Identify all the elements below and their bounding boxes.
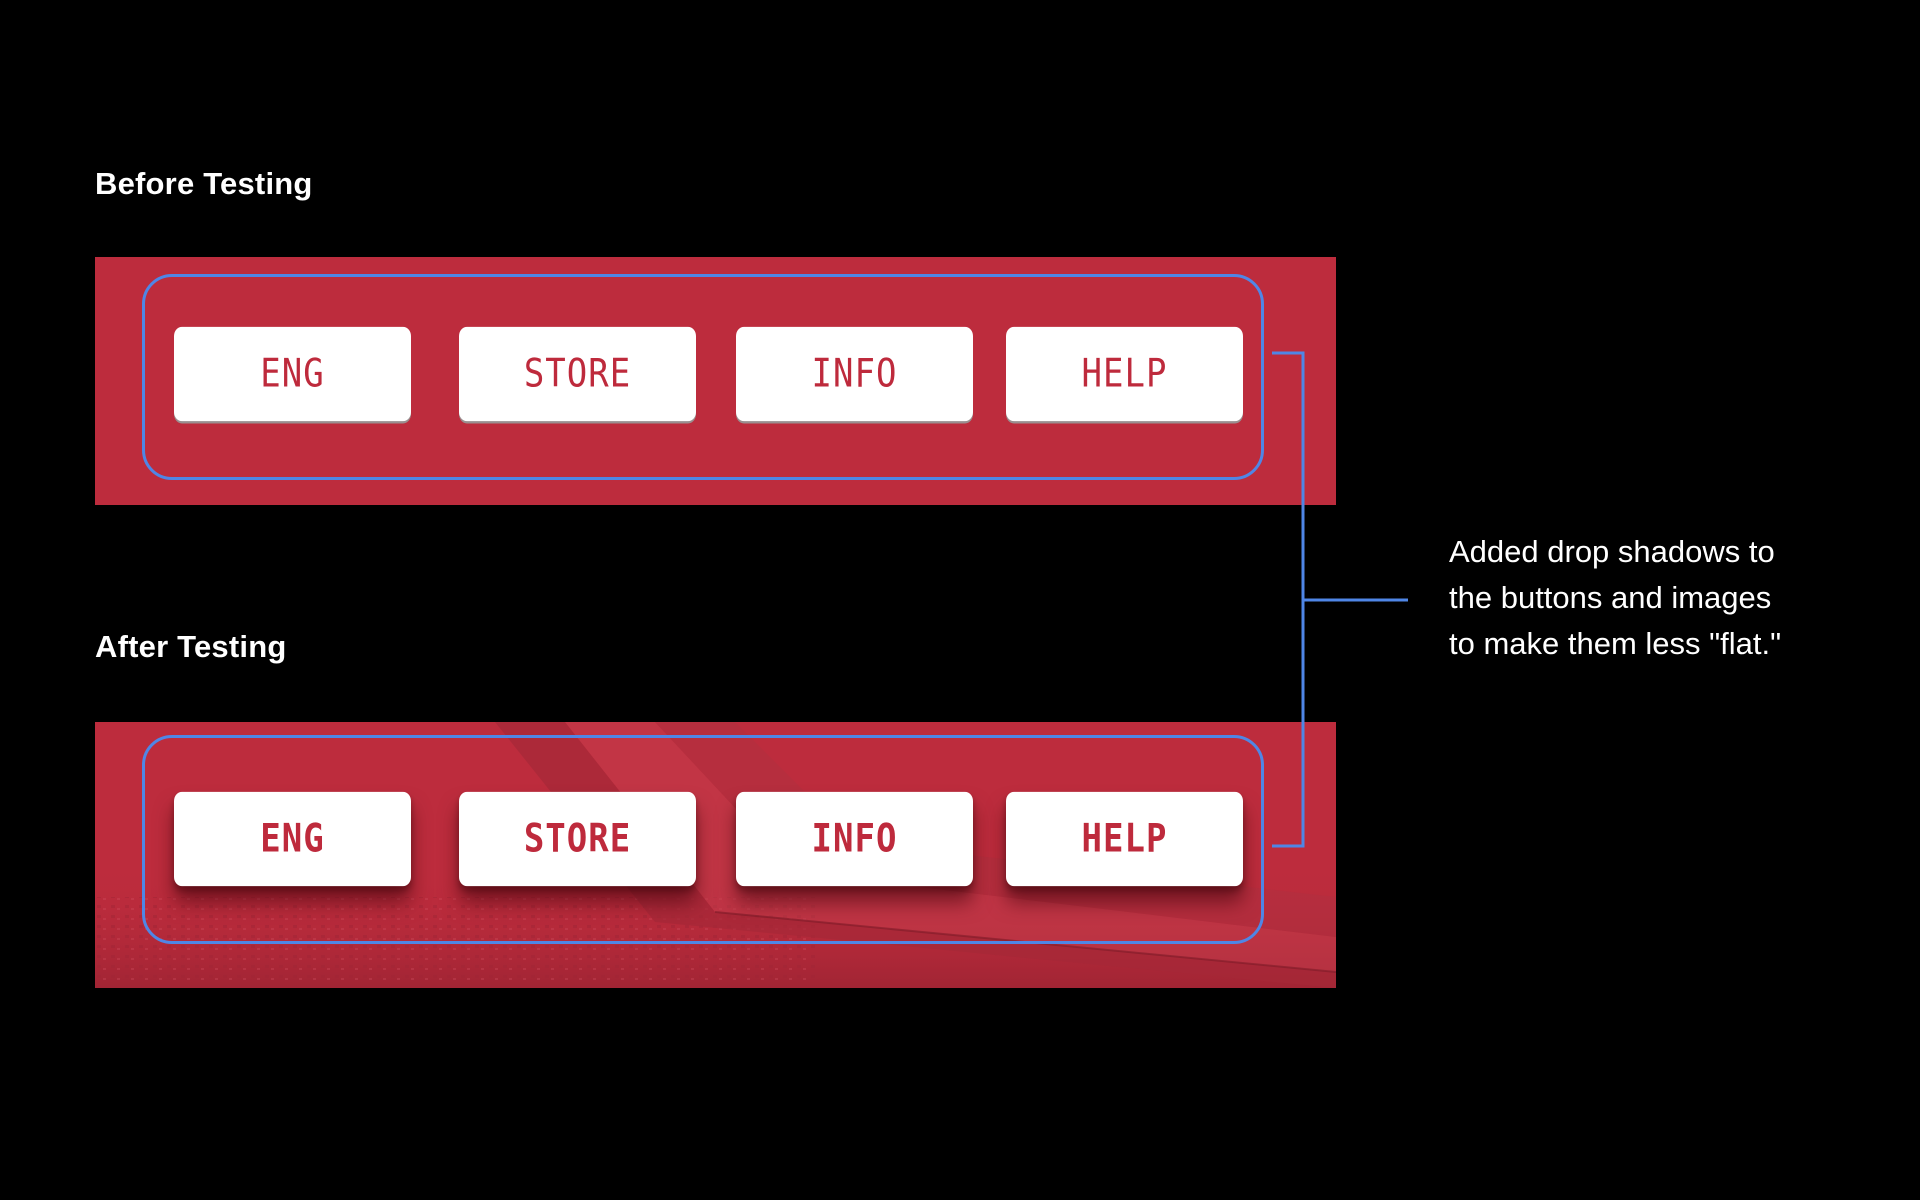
- annotation-line-3: to make them less "flat.": [1449, 626, 1782, 661]
- after-nav-banner: ENG STORE INFO HELP: [95, 722, 1336, 988]
- annotation-note: Added drop shadows to the buttons and im…: [1449, 529, 1869, 667]
- before-nav-banner: ENG STORE INFO HELP: [95, 257, 1336, 505]
- annotation-line-1: Added drop shadows to: [1449, 534, 1775, 569]
- after-nav-buttons: ENG STORE INFO HELP: [95, 791, 1336, 887]
- before-nav-buttons: ENG STORE INFO HELP: [95, 326, 1336, 422]
- annotation-line-2: the buttons and images: [1449, 580, 1772, 615]
- before-help-button[interactable]: HELP: [1006, 326, 1243, 422]
- before-store-button[interactable]: STORE: [459, 326, 696, 422]
- after-testing-heading: After Testing: [95, 629, 287, 664]
- after-eng-button[interactable]: ENG: [174, 791, 411, 887]
- after-highlight-frame: [142, 735, 1264, 944]
- before-testing-heading: Before Testing: [95, 166, 313, 201]
- after-info-button[interactable]: INFO: [736, 791, 973, 887]
- before-eng-button[interactable]: ENG: [174, 326, 411, 422]
- before-info-button[interactable]: INFO: [736, 326, 973, 422]
- after-help-button[interactable]: HELP: [1006, 791, 1243, 887]
- after-store-button[interactable]: STORE: [459, 791, 696, 887]
- before-highlight-frame: [142, 274, 1264, 480]
